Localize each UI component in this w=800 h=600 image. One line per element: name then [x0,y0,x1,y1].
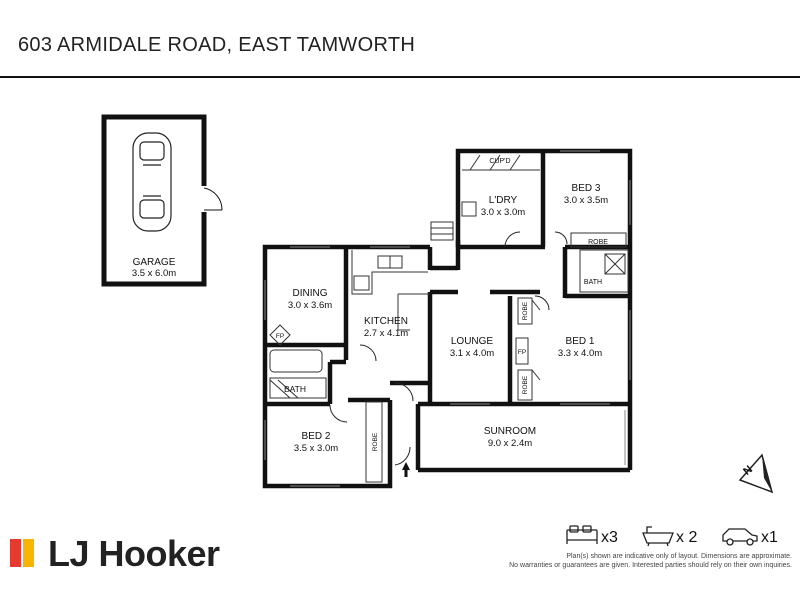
dining-label: DINING [293,288,328,299]
kitchen-label: KITCHEN [364,316,408,327]
laundry-cupboard-label: CUP'D [489,158,510,165]
robes [365,297,541,483]
bath-right-fixtures [579,249,629,293]
fireplace-lounge [515,337,529,365]
header-divider [0,76,800,78]
bed1-robe-bottom-label: ROBE [522,375,529,394]
bath-icon [642,526,674,547]
bath-left-fixtures [269,349,327,399]
bath-left-label: BATH [284,384,306,394]
garage-room [101,114,223,287]
property-address-title: 603 ARMIDALE ROAD, EAST TAMWORTH [18,34,416,56]
windows [264,150,631,487]
door-swings [329,231,568,466]
kitchen-counters [351,250,430,331]
bed3-label: BED 3 [572,183,601,194]
dining-size: 3.0 x 3.6m [288,300,332,311]
disclaimer: Plan(s) shown are indicative only of lay… [432,552,792,570]
laundry-label: L'DRY [489,195,518,206]
car-count-icon [722,528,758,546]
bedroom-count: x3 [601,529,618,546]
bath-right-label: BATH [584,279,602,286]
lounge-label: LOUNGE [451,336,494,347]
brand-name: LJ Hooker [48,533,220,574]
lj-hooker-logo-mark [10,539,34,567]
property-summary: x3 x 2 x1 [566,525,778,547]
dining-fireplace-label: FP [276,333,284,340]
bed1-size: 3.3 x 4.0m [558,348,602,359]
car-count: x1 [761,529,778,546]
bathroom-count: x 2 [676,529,697,546]
laundry-size: 3.0 x 3.0m [481,207,525,218]
bed-icon [566,525,598,544]
bed1-robe-top-label: ROBE [522,301,529,320]
bed2-label: BED 2 [302,431,331,442]
lounge-size: 3.1 x 4.0m [450,348,494,359]
entry-stairs [430,221,454,241]
entry-arrow-icon [402,462,410,477]
disclaimer-line-1: Plan(s) shown are indicative only of lay… [566,553,792,560]
fireplace-dining [269,324,291,346]
kitchen-size: 2.7 x 4.1m [364,328,408,339]
lounge-fireplace-label: FP [518,349,526,356]
garage-size: 3.5 x 6.0m [132,268,176,279]
car-icon [132,132,172,232]
bed3-robe-label: ROBE [588,239,608,246]
sunroom-size: 9.0 x 2.4m [488,438,532,449]
bed3-size: 3.0 x 3.5m [564,195,608,206]
disclaimer-line-2: No warranties or guarantees are given. I… [509,562,792,569]
north-compass-icon: N [738,453,774,494]
garage-label: GARAGE [133,257,176,268]
bed1-label: BED 1 [566,336,595,347]
sunroom-label: SUNROOM [484,426,536,437]
laundry-fixtures [461,154,627,248]
bed2-size: 3.5 x 3.0m [294,443,338,454]
bed2-robe-label: ROBE [372,432,379,451]
